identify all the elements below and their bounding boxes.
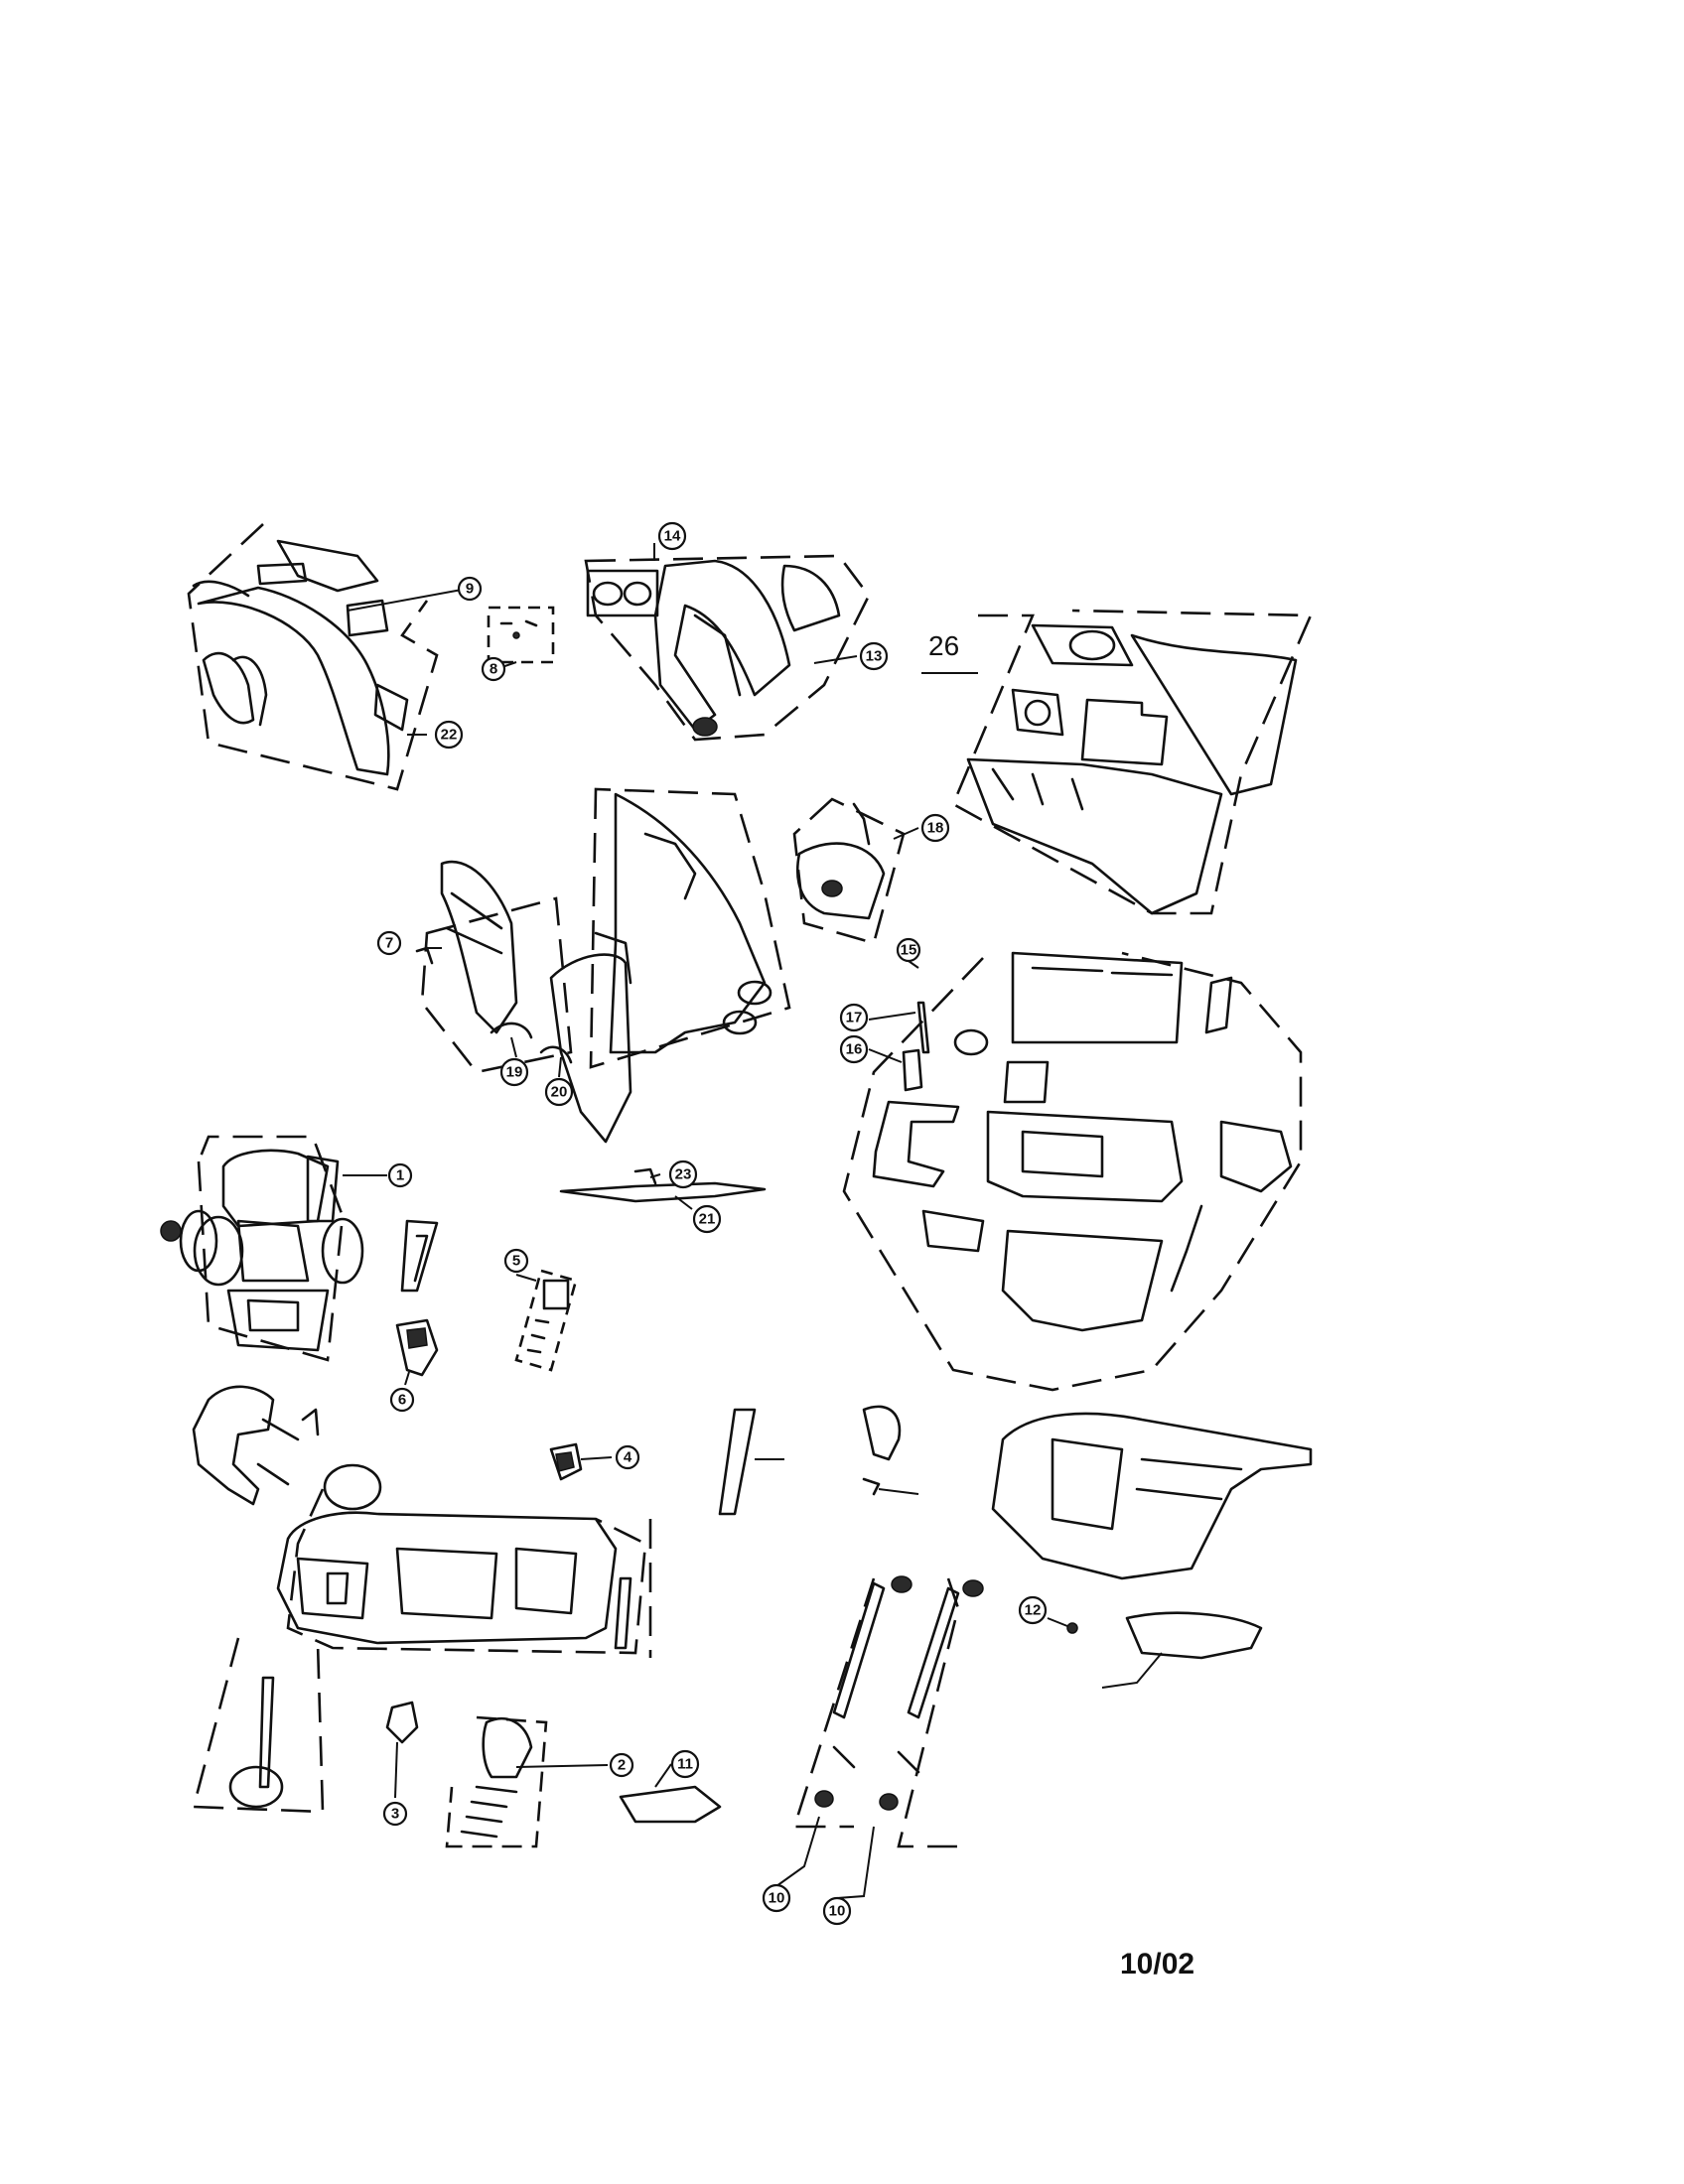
- part-21-rod: [559, 1167, 767, 1203]
- svg-text:2: 2: [618, 1757, 626, 1774]
- callout-1: 1: [387, 1162, 413, 1188]
- callout-23: 23: [668, 1160, 698, 1189]
- lower-right-housing: [991, 1412, 1313, 1580]
- part-8-box: [487, 606, 555, 664]
- callout-6: 6: [389, 1387, 415, 1413]
- svg-text:10: 10: [829, 1903, 846, 1920]
- svg-text:16: 16: [846, 1041, 863, 1058]
- svg-text:3: 3: [391, 1806, 399, 1823]
- leader-lines: [343, 543, 1068, 1899]
- part-12-nozzle: [1066, 1611, 1263, 1689]
- date-code: 10/02: [1120, 1948, 1195, 1980]
- assembly-26-label: 26: [928, 630, 959, 661]
- callout-5: 5: [503, 1248, 529, 1274]
- callout-14: 14: [657, 521, 687, 551]
- svg-text:12: 12: [1025, 1602, 1042, 1619]
- callout-4: 4: [615, 1444, 640, 1470]
- callout-18: 18: [920, 813, 950, 843]
- svg-text:8: 8: [490, 661, 497, 678]
- svg-text:11: 11: [677, 1756, 693, 1773]
- svg-text:17: 17: [846, 1010, 863, 1026]
- callout-9: 9: [457, 576, 483, 602]
- svg-text:21: 21: [699, 1211, 716, 1228]
- svg-text:6: 6: [398, 1392, 406, 1409]
- callout-20: 20: [544, 1077, 574, 1107]
- svg-text:7: 7: [385, 935, 393, 952]
- svg-text:9: 9: [466, 581, 474, 598]
- handle-bracket: [192, 1385, 320, 1506]
- callout-8: 8: [481, 656, 506, 682]
- part-5-box: [514, 1269, 578, 1372]
- svg-text:22: 22: [441, 727, 458, 744]
- misc-parts: [718, 1405, 919, 1516]
- callout-19: 19: [499, 1057, 529, 1087]
- svg-text:10: 10: [769, 1890, 785, 1907]
- handle-assembly: [187, 523, 439, 791]
- assembly-26: [951, 609, 1313, 915]
- svg-text:13: 13: [866, 648, 883, 665]
- callout-15: 15: [896, 937, 921, 963]
- svg-text:1: 1: [396, 1167, 404, 1184]
- svg-text:4: 4: [624, 1449, 632, 1466]
- base-assembly: [192, 1463, 652, 1814]
- part-18-housing: [792, 797, 906, 945]
- callout-12: 12: [1018, 1595, 1048, 1625]
- svg-text:5: 5: [512, 1253, 520, 1270]
- callout-11: 11: [670, 1749, 700, 1779]
- part-3: [385, 1701, 419, 1744]
- callout-17: 17: [839, 1003, 869, 1032]
- svg-text:19: 19: [506, 1064, 523, 1081]
- upper-cover-assembly: [584, 554, 871, 742]
- callout-7: 7: [376, 930, 402, 956]
- svg-text:18: 18: [927, 820, 944, 837]
- motor-filter-assembly: [160, 1135, 364, 1362]
- part-4: [549, 1442, 583, 1481]
- callout-16: 16: [839, 1034, 869, 1064]
- callout-22: 22: [434, 720, 464, 750]
- brush-roll-assembly: [792, 1575, 984, 1848]
- part-11: [619, 1785, 722, 1824]
- center-frame-assembly: [415, 787, 791, 1144]
- svg-text:15: 15: [901, 942, 917, 959]
- part-6: [395, 1318, 439, 1377]
- part-2-assembly: [445, 1715, 548, 1848]
- callout-21: 21: [692, 1204, 722, 1234]
- svg-text:14: 14: [664, 528, 681, 545]
- callout-3: 3: [382, 1801, 408, 1827]
- right-middle-assembly: [842, 951, 1303, 1392]
- callout-2: 2: [609, 1752, 634, 1778]
- callout-10-right: 10: [822, 1896, 852, 1926]
- svg-text:20: 20: [551, 1084, 568, 1101]
- svg-text:23: 23: [675, 1166, 692, 1183]
- gasket: [400, 1219, 439, 1293]
- callout-10-left: 10: [762, 1883, 791, 1913]
- callout-13: 13: [859, 641, 889, 671]
